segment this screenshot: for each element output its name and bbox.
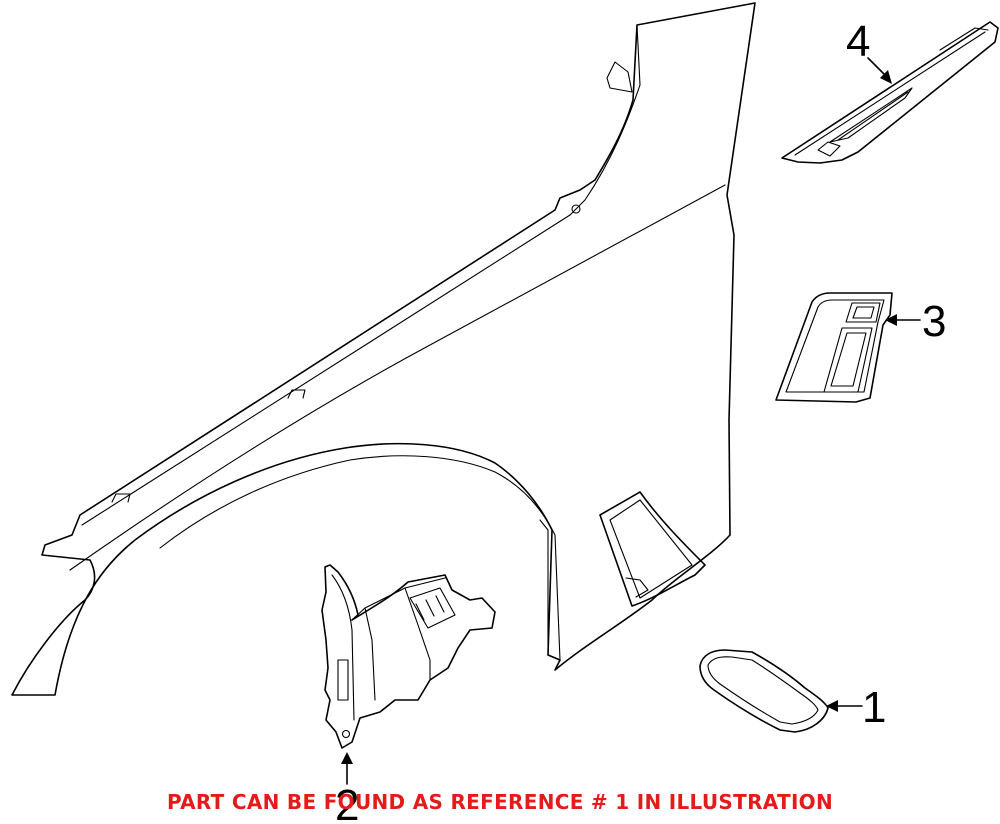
callout-4: 4 [846, 17, 892, 84]
part-3-badge [775, 292, 893, 403]
part-1-vent-frame [699, 649, 829, 733]
callout-2-label: 2 [335, 781, 359, 824]
callout-3-label: 3 [922, 297, 946, 346]
callout-2: 2 [335, 752, 359, 824]
callout-1: 1 [826, 683, 886, 732]
reference-note: PART CAN BE FOUND AS REFERENCE # 1 IN IL… [166, 790, 834, 814]
fender-panel [11, 2, 756, 696]
callout-1-label: 1 [862, 683, 886, 732]
callout-4-label: 4 [846, 17, 870, 66]
part-4-trim-strip [781, 21, 999, 164]
part-2-bracket [321, 564, 496, 749]
callout-3: 3 [885, 297, 946, 346]
